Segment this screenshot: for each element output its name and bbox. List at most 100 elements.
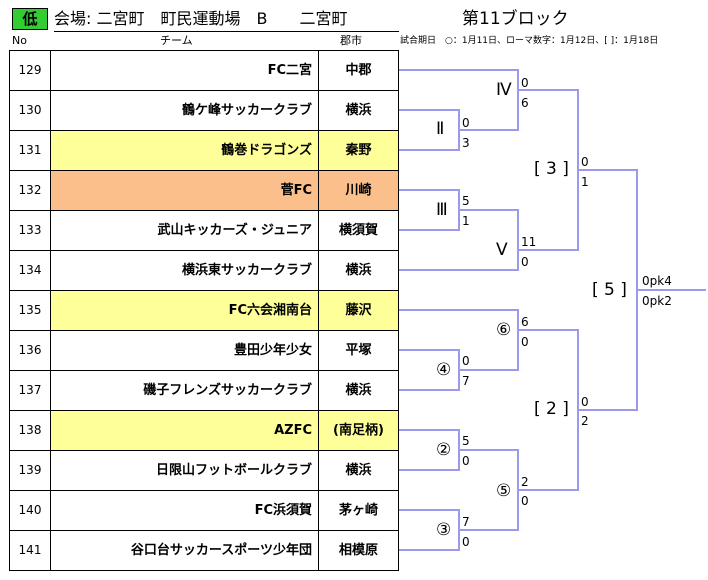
score-6-top: 6 [521, 315, 529, 329]
match-mark-bracket-2: [ 2 ] [534, 399, 569, 419]
team-name: 豊田少年少女 [51, 331, 319, 370]
team-city: 横須賀 [338, 223, 378, 238]
team-city: 藤沢 [319, 291, 398, 330]
score-2-top: 5 [462, 434, 470, 448]
score-3-bottom: 0 [462, 535, 470, 549]
score-V-top: 11 [521, 235, 537, 249]
match-mark-IV: Ⅳ [496, 80, 512, 100]
col-header-no: No [12, 34, 27, 47]
match-mark-bracket-3: [ 3 ] [534, 159, 569, 179]
team-city: 横浜 [345, 263, 372, 278]
score-V-bottom: 0 [521, 255, 529, 269]
team-city: 横浜 [345, 463, 372, 478]
bracket-line [399, 69, 519, 131]
score-5-bottom: 0 [521, 494, 529, 508]
team-number: 129 [10, 51, 51, 90]
team-name: 武山キッカーズ・ジュニア [51, 211, 319, 250]
score-5-top: 2 [521, 475, 529, 489]
match-mark-3: ③ [436, 520, 452, 540]
team-number: 138 [10, 411, 51, 450]
team-number: 135 [10, 291, 51, 330]
col-header-team: チーム [160, 34, 193, 47]
team-number: 140 [10, 491, 51, 530]
match-mark-2: ② [436, 440, 452, 460]
match-mark-4: ④ [436, 360, 452, 380]
score-II-top: 0 [462, 116, 470, 130]
team-name: 鶴ケ峰サッカークラブ [51, 91, 319, 130]
team-city: 中郡 [345, 63, 372, 78]
score-4-top: 0 [462, 354, 470, 368]
team-number: 133 [10, 211, 51, 250]
schedule-legend: 試合期日 ○：1月11日、ローマ数字：1月12日、[ ]：1月18日 [400, 36, 659, 46]
team-number: 130 [10, 91, 51, 130]
team-name: AZFC [51, 411, 319, 450]
team-city: 秦野 [319, 131, 398, 170]
team-name: 磯子フレンズサッカークラブ [51, 371, 319, 410]
level-badge: 低 [12, 8, 48, 30]
team-number: 139 [10, 451, 51, 490]
team-city: (南足柄) [319, 411, 398, 450]
score-final-top: 0pk4 [642, 274, 672, 288]
score-II-bottom: 3 [462, 136, 470, 150]
team-number: 136 [10, 331, 51, 370]
score-bracket-2-bottom: 2 [581, 414, 589, 428]
match-mark-III: Ⅲ [436, 200, 448, 220]
score-4-bottom: 7 [462, 374, 470, 388]
team-city: 横浜 [345, 383, 372, 398]
score-III-bottom: 1 [462, 214, 470, 228]
match-mark-bracket-5: [ 5 ] [592, 280, 627, 300]
bracket-line [399, 189, 460, 231]
team-number: 134 [10, 251, 51, 290]
team-name: 菅FC [51, 171, 319, 210]
team-city: 平塚 [345, 343, 372, 358]
team-name: FC二宮 [51, 51, 319, 90]
team-name: 鶴巻ドラゴンズ [51, 131, 319, 170]
score-final-bottom: 0pk2 [642, 294, 672, 308]
team-number: 137 [10, 371, 51, 410]
venue-title: 会場: 二宮町 町民運動場 B 二宮町 [54, 9, 348, 28]
score-bracket-3-top: 0 [581, 155, 589, 169]
bracket-line [399, 309, 519, 371]
team-city: 川崎 [319, 171, 398, 210]
team-city: 相模原 [338, 543, 378, 558]
team-name: FC浜須賀 [51, 491, 319, 530]
team-name: 日限山フットボールクラブ [51, 451, 319, 490]
team-number: 131 [10, 131, 51, 170]
match-mark-6: ⑥ [496, 320, 512, 340]
bracket-line [399, 209, 519, 271]
team-number: 141 [10, 531, 51, 570]
bracket-line [399, 109, 460, 151]
team-name: FC六会湘南台 [51, 291, 319, 330]
score-3-top: 7 [462, 515, 470, 529]
block-title: 第11ブロック [462, 9, 569, 29]
score-6-bottom: 0 [521, 335, 529, 349]
score-2-bottom: 0 [462, 454, 470, 468]
team-city: 横浜 [345, 103, 372, 118]
venue-underline [54, 31, 399, 32]
team-name: 横浜東サッカークラブ [51, 251, 319, 290]
score-bracket-3-bottom: 1 [581, 175, 589, 189]
team-number: 132 [10, 171, 51, 210]
match-mark-V: Ⅴ [496, 240, 508, 260]
team-city: 茅ヶ崎 [338, 503, 378, 518]
match-mark-5: ⑤ [496, 481, 512, 501]
score-IV-bottom: 6 [521, 96, 529, 110]
score-bracket-2-top: 0 [581, 395, 589, 409]
score-IV-top: 0 [521, 76, 529, 90]
col-header-city: 郡市 [340, 34, 362, 47]
